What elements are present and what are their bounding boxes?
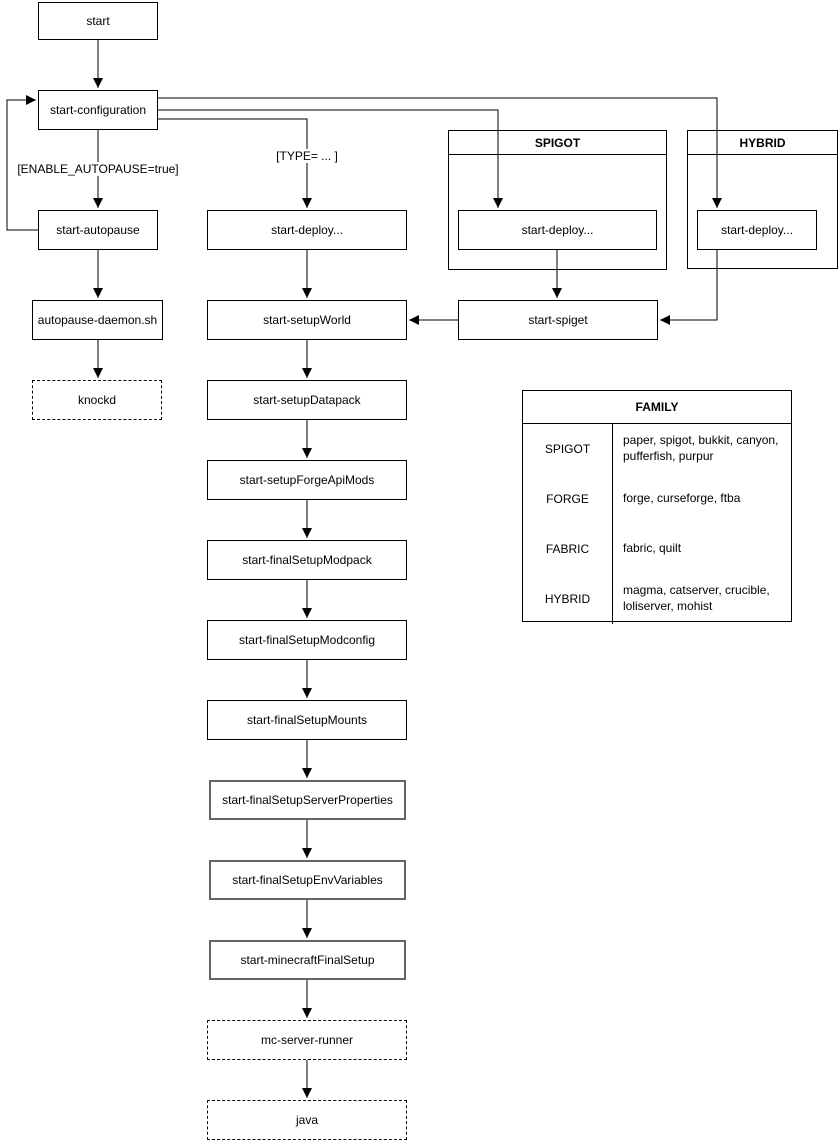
node-start-finalsetupmodpack: start-finalSetupModpack: [207, 540, 407, 580]
node-start-finalsetupenvvariables: start-finalSetupEnvVariables: [209, 860, 406, 900]
node-start-deploy-spigot: start-deploy...: [458, 210, 657, 250]
node-start-spiget: start-spiget: [458, 300, 658, 340]
family-row-spigot: SPIGOT paper, spigot, bukkit, canyon, pu…: [523, 424, 791, 474]
family-cell-key: FORGE: [523, 474, 613, 524]
node-start-deploy-main-label: start-deploy...: [271, 222, 343, 237]
family-row-hybrid: HYBRID magma, catserver, crucible, lolis…: [523, 574, 791, 624]
node-start-deploy-main: start-deploy...: [207, 210, 407, 250]
node-start-deploy-spigot-label: start-deploy...: [521, 222, 594, 237]
node-start-finalsetupmodconfig: start-finalSetupModconfig: [207, 620, 407, 660]
family-cell-value: forge, curseforge, ftba: [623, 491, 741, 506]
node-java-label: java: [295, 1112, 318, 1127]
edge-label-type: [TYPE= ... ]: [257, 149, 357, 163]
node-start-deploy-hybrid-label: start-deploy...: [721, 222, 793, 237]
node-start-setupworld: start-setupWorld: [207, 300, 407, 340]
node-mc-server-runner: mc-server-runner: [207, 1020, 407, 1060]
edge-label-enable-autopause: [ENABLE_AUTOPAUSE=true]: [14, 162, 182, 176]
node-start-finalsetupmodpack-label: start-finalSetupModpack: [242, 552, 372, 567]
node-start: start: [38, 2, 158, 40]
node-start-spiget-label: start-spiget: [528, 312, 588, 327]
node-start-label: start: [86, 13, 110, 28]
node-start-configuration: start-configuration: [38, 90, 158, 130]
node-java: java: [207, 1100, 407, 1140]
family-cell-value: magma, catserver, crucible, loliserver, …: [623, 583, 770, 613]
node-start-minecraftfinalsetup-label: start-minecraftFinalSetup: [240, 952, 375, 967]
family-table-title: FAMILY: [523, 391, 791, 424]
node-start-finalsetupenvvariables-label: start-finalSetupEnvVariables: [232, 872, 383, 887]
node-start-finalsetupmounts-label: start-finalSetupMounts: [246, 712, 368, 727]
node-start-minecraftfinalsetup: start-minecraftFinalSetup: [209, 940, 406, 980]
family-cell-key: HYBRID: [523, 574, 613, 624]
node-start-configuration-label: start-configuration: [49, 102, 147, 117]
family-table: FAMILY SPIGOT paper, spigot, bukkit, can…: [522, 390, 792, 624]
node-autopause-daemon-label: autopause-daemon.sh: [37, 312, 158, 327]
node-start-setupworld-label: start-setupWorld: [263, 312, 351, 327]
node-start-deploy-hybrid: start-deploy...: [697, 210, 817, 250]
node-start-autopause-label: start-autopause: [56, 222, 140, 237]
node-start-finalsetupserverproperties: start-finalSetupServerProperties: [209, 780, 406, 820]
container-spigot-title: SPIGOT: [449, 131, 666, 155]
family-cell-value: paper, spigot, bukkit, canyon, pufferfis…: [623, 433, 779, 463]
node-knockd: knockd: [32, 380, 162, 420]
family-cell-key: FABRIC: [523, 524, 613, 574]
container-hybrid-title: HYBRID: [688, 131, 837, 155]
node-start-finalsetupmounts: start-finalSetupMounts: [207, 700, 407, 740]
node-start-finalsetupmodconfig-label: start-finalSetupModconfig: [238, 632, 376, 647]
node-knockd-label: knockd: [77, 392, 117, 407]
family-cell-value: fabric, quilt: [623, 541, 682, 556]
node-start-setupdatapack-label: start-setupDatapack: [253, 392, 361, 407]
family-row-forge: FORGE forge, curseforge, ftba: [523, 474, 791, 524]
node-start-setupforgeapimods-label: start-setupForgeApiMods: [239, 472, 375, 487]
node-start-setupforgeapimods: start-setupForgeApiMods: [207, 460, 407, 500]
node-start-autopause: start-autopause: [38, 210, 158, 250]
node-start-finalsetupserverproperties-label: start-finalSetupServerProperties: [222, 792, 393, 807]
node-start-setupdatapack: start-setupDatapack: [207, 380, 407, 420]
family-cell-key: SPIGOT: [523, 424, 613, 474]
node-mc-server-runner-label: mc-server-runner: [260, 1032, 353, 1047]
node-autopause-daemon: autopause-daemon.sh: [32, 300, 163, 340]
family-row-fabric: FABRIC fabric, quilt: [523, 524, 791, 574]
